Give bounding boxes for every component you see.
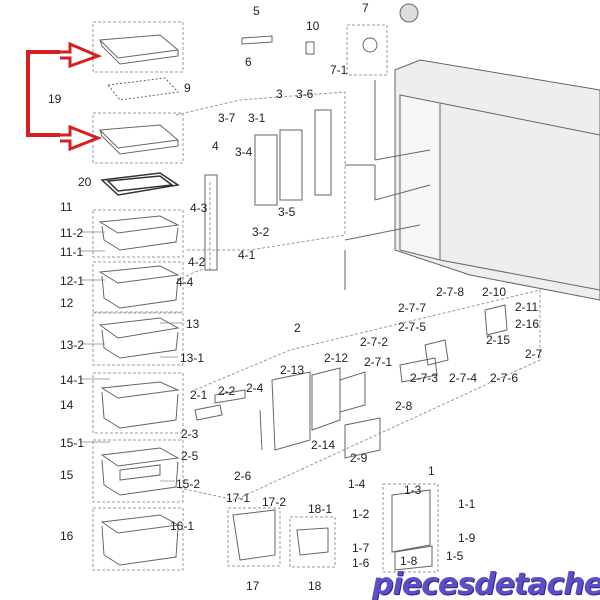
part-label: 1-4 — [348, 477, 366, 491]
part-label: 2-7-2 — [360, 335, 389, 349]
part-label: 13-2 — [60, 338, 85, 352]
part-label: 5 — [253, 4, 260, 18]
part-label: 3-6 — [296, 87, 314, 101]
part-label: 13-1 — [180, 351, 205, 365]
part-label: 2-7-1 — [364, 355, 393, 369]
part-label: 17 — [246, 579, 260, 593]
part-label: 10 — [306, 19, 320, 33]
part-label: 18-1 — [308, 502, 333, 516]
part-label: 20 — [78, 175, 92, 189]
part-label: 13 — [186, 317, 200, 331]
part-label: 15 — [60, 468, 74, 482]
part-label: 2-7-6 — [490, 371, 519, 385]
part-label: 2-7-4 — [449, 371, 478, 385]
part-label: 6 — [245, 55, 252, 69]
part-label: 14-1 — [60, 373, 85, 387]
part-label: 1-2 — [352, 507, 370, 521]
part-label: 17-1 — [226, 491, 251, 505]
part-label: 11-1 — [60, 245, 84, 259]
part-label: 16-1 — [170, 519, 195, 533]
part-label: 2-14 — [311, 438, 336, 452]
part-label: 1-6 — [352, 556, 370, 570]
part-label: 2-12 — [324, 351, 349, 365]
part-label: 7-1 — [330, 63, 348, 77]
part-label: 15-2 — [176, 477, 201, 491]
part-label: 1-5 — [446, 549, 464, 563]
part-label: 7 — [362, 1, 369, 15]
part-label: 1-1 — [458, 497, 476, 511]
part-label: 3-7 — [218, 111, 236, 125]
highlight-bracket-19 — [26, 41, 103, 152]
part-label: 2 — [294, 321, 301, 335]
part-label: 2-10 — [482, 285, 507, 299]
part-label: 4 — [212, 139, 219, 153]
part-label: 11 — [60, 200, 73, 214]
part-label: 2-8 — [395, 399, 413, 413]
part-label: 12 — [60, 296, 74, 310]
part-label: 3-5 — [278, 205, 296, 219]
part-label: 16 — [60, 529, 74, 543]
part-label: 2-6 — [234, 469, 252, 483]
part-label: 19 — [48, 92, 62, 106]
part-label: 2-11 — [515, 300, 539, 314]
part-label: 1-7 — [352, 541, 370, 555]
part-label: 2-7-7 — [398, 301, 427, 315]
part-label: 4-1 — [238, 248, 256, 262]
part-label: 11-2 — [60, 226, 84, 240]
part-label: 2-9 — [350, 451, 368, 465]
part-label: 2-13 — [280, 363, 305, 377]
part-label: 2-4 — [246, 381, 264, 395]
part-label: 1-9 — [458, 531, 476, 545]
part-label: 17-2 — [262, 495, 287, 509]
part-label: 2-16 — [515, 317, 540, 331]
part-label: 2-1 — [190, 388, 208, 402]
part-label: 2-7 — [525, 347, 543, 361]
part-label: 2-2 — [218, 384, 236, 398]
part-label: 1-8 — [400, 554, 418, 568]
part-label: 15-1 — [60, 436, 85, 450]
watermark: piecesdetacheeselec.com — [372, 567, 600, 600]
part-label: 9 — [184, 81, 191, 95]
part-label: 3 — [276, 87, 283, 101]
part-label: 3-1 — [248, 111, 266, 125]
part-label: 2-3 — [181, 427, 199, 441]
part-label: 1-3 — [404, 483, 422, 497]
part-label: 4-4 — [176, 275, 194, 289]
part-label: 1 — [428, 464, 435, 478]
part-label: 4-3 — [190, 201, 208, 215]
part-label: 3-4 — [235, 145, 253, 159]
part-label: 3-2 — [252, 225, 270, 239]
part-label: 4-2 — [188, 255, 206, 269]
part-label: 2-7-5 — [398, 320, 427, 334]
part-label: 12-1 — [60, 274, 85, 288]
part-label: 2-7-8 — [436, 285, 465, 299]
part-label: 2-7-3 — [410, 371, 439, 385]
part-label: 14 — [60, 398, 74, 412]
part-label: 2-5 — [181, 449, 199, 463]
part-label: 18 — [308, 579, 322, 593]
part-label: 2-15 — [486, 333, 511, 347]
